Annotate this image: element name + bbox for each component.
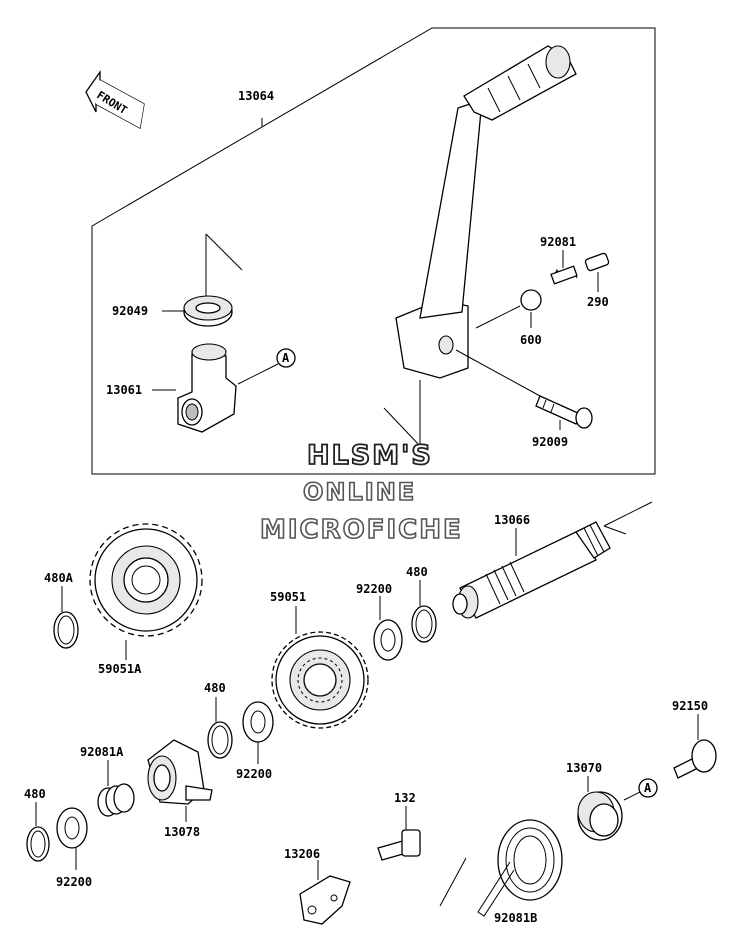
part-label-92200-b: 92200 <box>236 767 272 781</box>
part-label-600: 600 <box>520 333 542 347</box>
part-label-92200-c: 92200 <box>56 875 92 889</box>
ball-600 <box>520 289 542 311</box>
gear-59051a <box>89 523 203 637</box>
callout-a-top: A <box>282 351 290 365</box>
washer-92200-c <box>56 807 88 849</box>
watermark-line-3: MICROFICHE <box>260 515 463 545</box>
part-label-13061: 13061 <box>106 383 142 397</box>
part-label-480-b: 480 <box>204 681 226 695</box>
part-label-92200-a: 92200 <box>356 582 392 596</box>
part-label-92150: 92150 <box>672 699 708 713</box>
part-label-13066: 13066 <box>494 513 530 527</box>
part-label-290: 290 <box>587 295 609 309</box>
kick-lever <box>395 45 577 379</box>
callout-a-bottom: A <box>644 781 652 795</box>
bolt-92150 <box>673 739 717 779</box>
part-label-92081a: 92081A <box>80 745 124 759</box>
spring-92081b <box>477 819 563 917</box>
circlip-480a <box>53 611 79 649</box>
washer-92200-a <box>373 619 403 661</box>
watermark-line-1: HLSM'S <box>307 440 433 471</box>
part-label-92049: 92049 <box>112 304 148 318</box>
circlip-480-b <box>207 721 233 759</box>
circlip-480-a <box>411 605 437 643</box>
part-label-13206: 13206 <box>284 847 320 861</box>
part-label-59051: 59051 <box>270 590 306 604</box>
ratchet-13078 <box>147 739 213 805</box>
collar-13070 <box>577 791 623 841</box>
bolt-132 <box>377 829 421 861</box>
kick-pedal-assembly-frame <box>91 27 656 475</box>
watermark-line-2: ONLINE <box>303 478 416 506</box>
part-label-480-c: 480 <box>24 787 46 801</box>
front-arrow-icon: FRONT <box>85 69 145 130</box>
part-label-13070: 13070 <box>566 761 602 775</box>
plug-290 <box>584 252 610 272</box>
washer-92200-b <box>242 701 274 743</box>
part-label-480-a: 480 <box>406 565 428 579</box>
circlip-480-c <box>26 826 50 862</box>
part-label-480a: 480A <box>44 571 74 585</box>
shaft-13061 <box>177 343 237 433</box>
guide-13206 <box>299 875 351 925</box>
part-label-92009: 92009 <box>532 435 568 449</box>
spring-92081 <box>550 265 578 285</box>
part-label-59051a: 59051A <box>98 662 142 676</box>
gear-59051 <box>271 631 369 729</box>
washer-92049 <box>183 295 233 327</box>
kickshaft-13066 <box>452 521 611 619</box>
spring-92081a <box>97 783 135 817</box>
part-label-13064: 13064 <box>238 89 274 103</box>
part-label-132: 132 <box>394 791 416 805</box>
part-label-13078: 13078 <box>164 825 200 839</box>
bolt-92009 <box>535 395 593 429</box>
part-label-92081b: 92081B <box>494 911 537 925</box>
part-label-92081-top: 92081 <box>540 235 576 249</box>
